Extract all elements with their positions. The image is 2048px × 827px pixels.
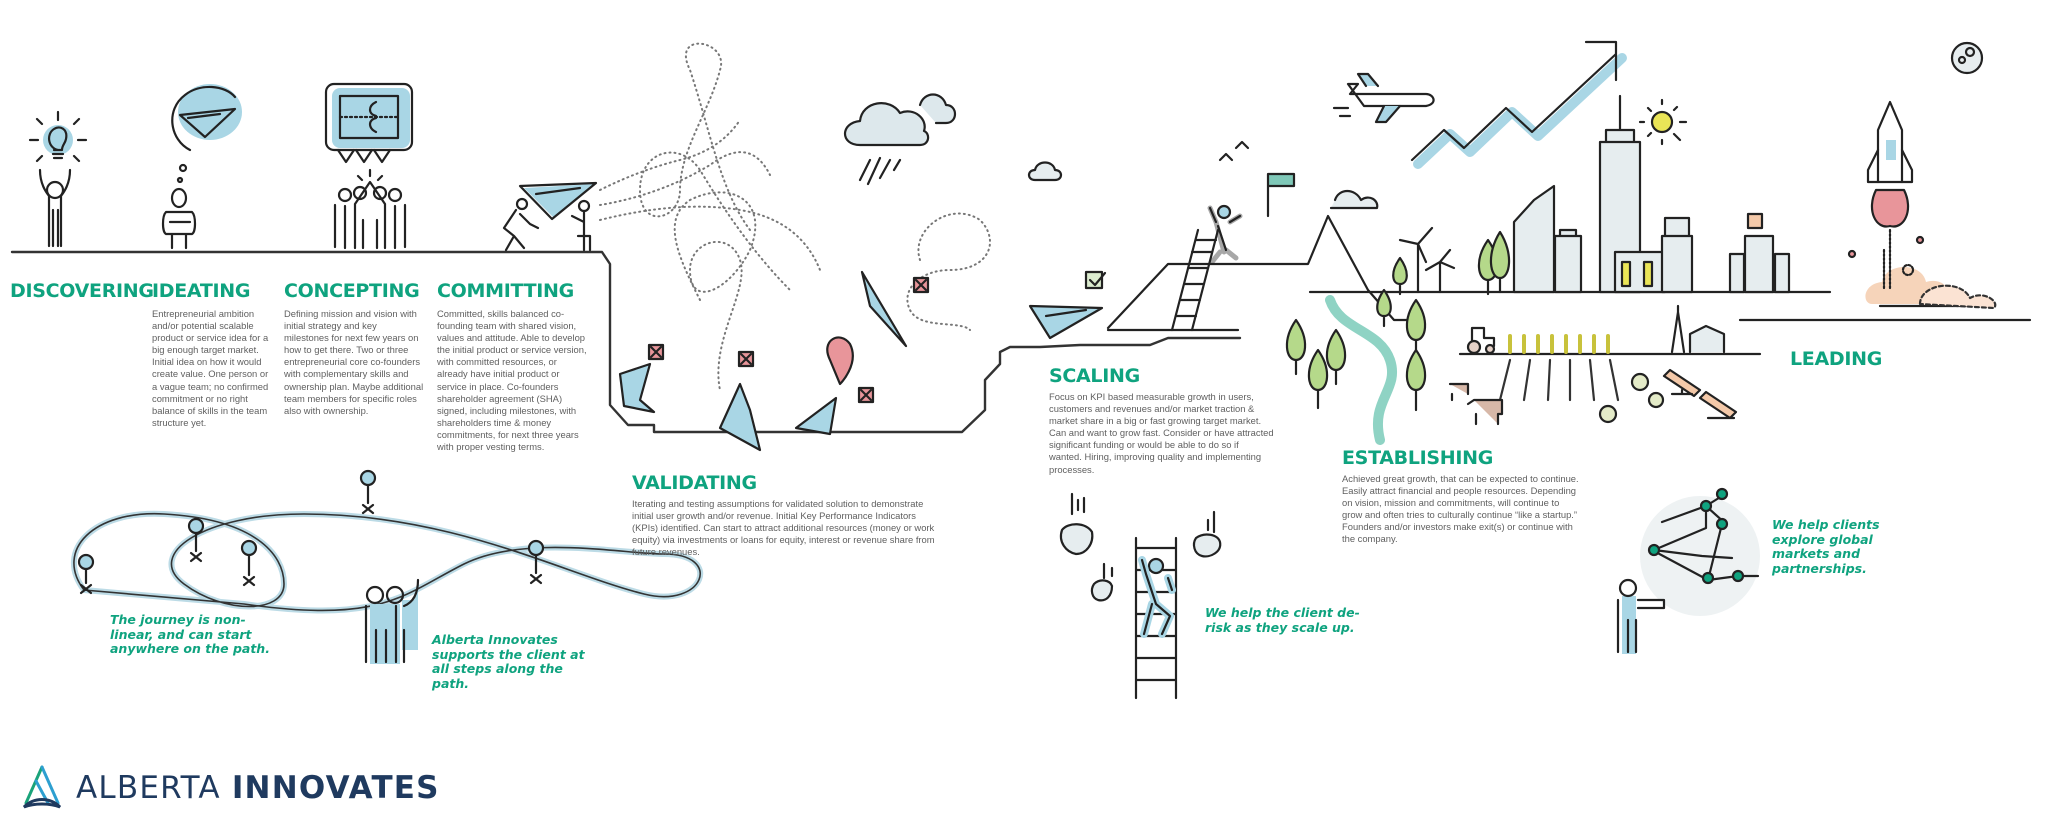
city-farm-landscape-icon [1285,40,1832,445]
rocket-launch-icon [1738,41,2032,322]
stage-title-validating: VALIDATING [632,472,757,494]
team-high-five-plan-icon [324,82,414,250]
hospital-sign-icon [1746,212,1764,230]
alberta-innovates-logo: ALBERTA INNOVATES [20,763,440,813]
callout-derisk: We help the client de-risk as they scale… [1205,605,1360,635]
location-pin-icon [77,469,545,595]
rain-cloud-icon [843,93,957,186]
falling-rock-icon [1059,492,1222,602]
failed-x-marker-icon [647,276,930,404]
stage-desc-validating: Iterating and testing assumptions for va… [632,498,935,558]
stage-desc-ideating: Entrepreneurial ambition and/or potentia… [152,308,269,428]
stage-title-committing: COMMITTING [437,280,574,302]
nonlinear-journey-map [70,469,704,664]
stage-title-leading: LEADING [1790,348,1883,370]
stage-title-establishing: ESTABLISHING [1342,447,1494,469]
mountain-ladder-flag-icon [1106,140,1416,332]
network-node-icon [1647,487,1745,585]
windmill-tower-icon [1670,304,1686,354]
supporting-people-icon [364,578,420,664]
growth-arrow-icon [1413,53,1627,169]
cow-icon-small [1448,382,1470,402]
journey-path-line [10,250,1242,434]
airplane-icon [1332,72,1435,124]
success-paper-plane-icon [1028,304,1104,340]
launching-paper-plane-icon [502,119,821,271]
success-check-icon [1084,270,1104,290]
stage-title-ideating: IDEATING [152,280,251,302]
stage-desc-committing: Committed, skills balanced co-founding t… [437,308,587,453]
callout-support: Alberta Innovates supports the client at… [432,632,585,691]
crashing-paper-planes-icon [618,42,1107,452]
stage-title-concepting: CONCEPTING [284,280,420,302]
wind-turbine-icon [1398,226,1456,294]
callout-global: We help clients explore global markets a… [1772,517,1880,576]
hay-bale-icon [1598,372,1665,424]
sun-icon [1638,98,1688,146]
oil-pumpjack-icon [1662,368,1738,420]
stage-desc-scaling: Focus on KPI based measurable growth in … [1049,391,1274,475]
lightbulb-person-icon [28,110,88,248]
global-network-icon [1616,487,1760,654]
callout-nonlinear: The journey is non-linear, and can start… [110,612,270,656]
logo-wordmark: ALBERTA INNOVATES [76,770,440,806]
cow-icon [1466,398,1504,426]
stage-desc-concepting: Defining mission and vision with initial… [284,308,424,416]
ladder-climber-icon [1059,492,1222,700]
small-cloud-icon [1027,161,1063,182]
stage-title-scaling: SCALING [1049,365,1140,387]
thinking-paper-plane-icon [161,84,242,250]
stage-desc-establishing: Achieved great growth, that can be expec… [1342,473,1579,545]
barn-icon [1688,324,1726,354]
stage-title-discovering: DISCOVERING [10,280,154,302]
moon-icon [1950,41,1984,75]
wheat-crop-icon [1508,334,1610,354]
logo-text-innovates: INNOVATES [231,770,440,806]
logo-text-alberta: ALBERTA [76,770,221,806]
alberta-innovates-logo-icon [22,765,62,809]
tractor-icon [1466,326,1496,355]
